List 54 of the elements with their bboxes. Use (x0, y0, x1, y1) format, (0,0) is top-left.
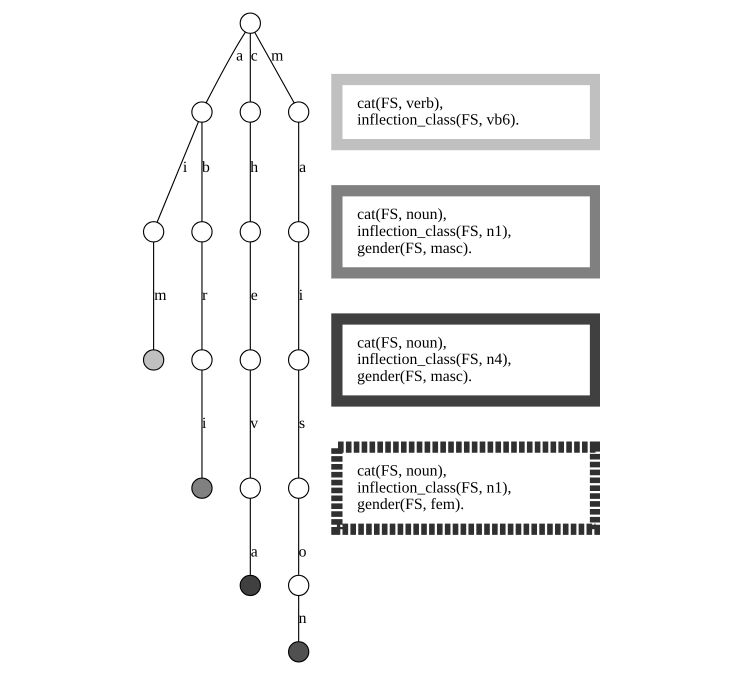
edge-label: m (270, 48, 283, 65)
edge-label: b (201, 158, 210, 176)
edge-label: i (182, 158, 187, 176)
edge-label: a (298, 158, 306, 176)
node-circle (239, 12, 260, 34)
connector (156, 121, 199, 222)
connector (249, 122, 250, 222)
node-circle (190, 221, 212, 242)
edge-label: c (250, 48, 258, 65)
node-box: cat(FS, noun), inflection_class(FS, n1), gender(FS, fem). (330, 442, 600, 535)
node-circle (287, 221, 309, 242)
node-circle (287, 101, 309, 123)
edge-label: r (202, 287, 207, 304)
connector (249, 370, 250, 478)
connector (298, 122, 299, 222)
edge-label: a (236, 48, 243, 65)
node-circle (287, 477, 309, 499)
node-circle (142, 221, 164, 242)
edge-label: s (298, 415, 305, 432)
connector (298, 370, 299, 478)
connector (249, 34, 250, 102)
node-circle (190, 101, 212, 123)
node-circle (190, 349, 212, 371)
node-circle (142, 349, 164, 371)
edge-label: i (298, 287, 303, 304)
node-circle (287, 641, 309, 662)
connector (249, 242, 250, 350)
node-circle (239, 477, 260, 499)
edge-label: i (202, 415, 206, 432)
connector (249, 498, 250, 575)
connector (200, 370, 202, 478)
connector (205, 32, 246, 103)
node-box: cat(FS, noun), inflection_class(FS, n4), gender(FS, masc). (330, 313, 600, 407)
edge-label: o (298, 543, 306, 560)
node-box: cat(FS, verb), inflection_class(FS, vb6). (330, 74, 600, 150)
connector (200, 242, 202, 350)
node-circle (239, 101, 260, 123)
node-circle (287, 574, 309, 596)
node-circle (239, 349, 260, 371)
node-circle (287, 349, 309, 371)
node-circle (190, 477, 212, 499)
connector (152, 242, 154, 350)
node-box: cat(FS, noun), inflection_class(FS, n1), gender(FS, masc). (330, 185, 600, 278)
connector (200, 122, 202, 222)
edge-label: m (154, 287, 166, 304)
connector (298, 498, 299, 575)
edge-label: e (250, 287, 258, 304)
connector (298, 242, 299, 350)
connector (254, 32, 294, 103)
edge-label: a (250, 543, 258, 560)
node-circle (239, 221, 260, 242)
connector (298, 596, 299, 642)
node-circle (239, 574, 260, 596)
edge-label: n (298, 610, 306, 627)
